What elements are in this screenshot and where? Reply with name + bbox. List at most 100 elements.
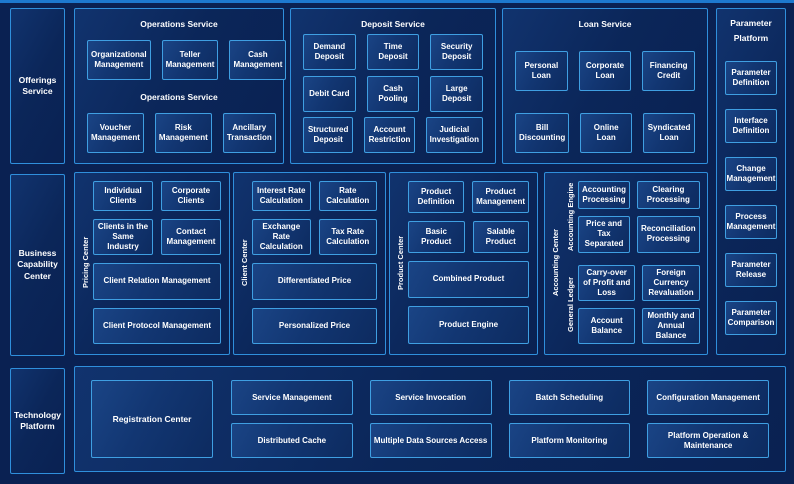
box-bill-discounting: Bill Discounting — [515, 113, 570, 153]
operations-service-row-1: Organizational Management Teller Managem… — [87, 40, 287, 81]
box-multiple-data-sources-access: Multiple Data Sources Access — [369, 423, 492, 458]
box-product-definition: Product Definition — [408, 181, 465, 213]
deposit-service-row-2: Debit Card Cash Pooling Large Deposit — [303, 75, 484, 112]
technology-platform-label: Technology Platform — [13, 409, 62, 431]
parameter-platform-panel: Parameter Platform Parameter Definition … — [716, 8, 786, 355]
accounting-center-panel: Accounting Center Accounting Engine Acco… — [544, 172, 708, 355]
box-online-loan: Online Loan — [580, 113, 633, 153]
box-teller-management: Teller Management — [161, 40, 219, 81]
box-salable-product: Salable Product — [472, 220, 529, 253]
box-personalized-price: Personalized Price — [252, 307, 377, 344]
technology-platform-panel: Registration Center Service Management S… — [74, 366, 786, 472]
box-cash-pooling: Cash Pooling — [366, 75, 420, 112]
technology-platform-grid: Service Management Service Invocation Ba… — [231, 380, 769, 458]
box-registration-center: Registration Center — [91, 380, 213, 458]
box-price-and-tax-separated: Price and Tax Separated — [578, 215, 630, 253]
box-process-management: Process Management — [725, 204, 777, 239]
box-platform-monitoring: Platform Monitoring — [508, 423, 631, 458]
accounting-engine-label: Accounting Engine — [565, 182, 575, 252]
pricing-center-label: Pricing Center — [80, 236, 90, 289]
pricing-center-panel: Pricing Center Individual Clients Corpor… — [74, 172, 230, 355]
box-personal-loan: Personal Loan — [515, 51, 568, 92]
general-ledger-section: General Ledger Carry-over of Profit and … — [563, 265, 700, 344]
box-clearing-processing: Clearing Processing — [637, 181, 700, 209]
box-large-deposit: Large Deposit — [430, 75, 484, 112]
box-configuration-management: Configuration Management — [647, 380, 769, 415]
product-center-row-1: Product Definition Product Management — [408, 181, 529, 213]
loan-service-title: Loan Service — [578, 19, 632, 29]
general-ledger-label: General Ledger — [565, 276, 575, 333]
left-rail-offerings-service: Offerings Service — [10, 8, 65, 164]
box-demand-deposit: Demand Deposit — [303, 34, 356, 71]
operations-service-panel: Operations Service Organizational Manage… — [74, 8, 287, 164]
box-combined-product: Combined Product — [408, 260, 529, 299]
business-capability-center-label: Business Capability Center — [17, 248, 58, 281]
box-account-balance: Account Balance — [578, 308, 636, 344]
box-distributed-cache: Distributed Cache — [231, 423, 353, 458]
box-organizational-management: Organizational Management — [87, 40, 151, 81]
left-rail-technology-platform: Technology Platform — [10, 368, 65, 474]
box-parameter-release: Parameter Release — [725, 252, 777, 287]
box-risk-management: Risk Management — [154, 112, 212, 153]
box-voucher-management: Voucher Management — [87, 112, 144, 153]
left-rail-business-capability-center: Business Capability Center — [10, 174, 65, 356]
box-tax-rate-calculation: Tax Rate Calculation — [318, 219, 377, 256]
pricing-center-row-2: Clients in the Same Industry Contact Man… — [93, 219, 221, 256]
deposit-service-title: Deposit Service — [361, 19, 425, 29]
product-center-label: Product Center — [395, 235, 405, 290]
box-product-management: Product Management — [472, 181, 529, 213]
box-contact-management: Contact Management — [161, 219, 221, 256]
box-parameter-definition: Parameter Definition — [725, 60, 777, 95]
box-corporate-clients: Corporate Clients — [161, 181, 221, 212]
offerings-service-label: Offerings Service — [18, 74, 57, 96]
parameter-platform-title: Parameter Platform — [730, 18, 772, 44]
box-differentiated-price: Differentiated Price — [252, 263, 377, 300]
box-service-invocation: Service Invocation — [369, 380, 492, 415]
box-platform-operation-maintenance: Platform Operation & Maintenance — [647, 423, 769, 458]
client-center-row-1: Interest Rate Calculation Rate Calculati… — [252, 181, 377, 212]
box-financing-credit: Financing Credit — [642, 51, 696, 92]
box-accounting-processing: Accounting Processing — [578, 181, 630, 209]
client-center-panel: Client Center Interest Rate Calculation … — [233, 172, 386, 355]
box-interface-definition: Interface Definition — [725, 108, 777, 143]
product-center-panel: Product Center Product Definition Produc… — [389, 172, 538, 355]
box-exchange-rate-calculation: Exchange Rate Calculation — [252, 219, 311, 256]
accounting-engine-section: Accounting Engine Accounting Processing … — [563, 181, 700, 253]
box-debit-card: Debit Card — [303, 75, 356, 112]
client-center-row-2: Exchange Rate Calculation Tax Rate Calcu… — [252, 219, 377, 256]
deposit-service-row-3: Structured Deposit Account Restriction J… — [303, 116, 483, 153]
loan-service-row-1: Personal Loan Corporate Loan Financing C… — [515, 51, 696, 92]
box-monthly-and-annual-balance: Monthly and Annual Balance — [642, 308, 700, 344]
top-border-line — [0, 0, 794, 3]
operations-service-row-2: Voucher Management Risk Management Ancil… — [87, 112, 276, 153]
operations-service-mid-label: Operations Service — [140, 91, 218, 102]
loan-service-panel: Loan Service Personal Loan Corporate Loa… — [502, 8, 708, 164]
box-security-deposit: Security Deposit — [430, 34, 484, 71]
accounting-center-label: Accounting Center — [550, 228, 560, 297]
box-interest-rate-calculation: Interest Rate Calculation — [252, 181, 311, 212]
box-basic-product: Basic Product — [408, 220, 465, 253]
box-batch-scheduling: Batch Scheduling — [508, 380, 631, 415]
box-parameter-comparison: Parameter Comparison — [725, 300, 777, 335]
box-individual-clients: Individual Clients — [93, 181, 153, 212]
box-client-relation-management: Client Relation Management — [93, 263, 221, 300]
box-structured-deposit: Structured Deposit — [303, 116, 354, 153]
box-corporate-loan: Corporate Loan — [578, 51, 632, 92]
deposit-service-panel: Deposit Service Demand Deposit Time Depo… — [290, 8, 496, 164]
pricing-center-row-1: Individual Clients Corporate Clients — [93, 181, 221, 212]
operations-service-title: Operations Service — [140, 19, 218, 29]
box-product-engine: Product Engine — [408, 306, 529, 344]
box-change-management: Change Management — [725, 156, 777, 191]
box-carry-over-of-profit-and-loss: Carry-over of Profit and Loss — [578, 265, 636, 301]
product-center-row-2: Basic Product Salable Product — [408, 220, 529, 253]
box-cash-management: Cash Management — [229, 40, 287, 81]
client-center-label: Client Center — [239, 239, 249, 286]
box-clients-in-the-same-industry: Clients in the Same Industry — [93, 219, 153, 256]
box-account-restriction: Account Restriction — [364, 116, 415, 153]
box-judicial-investigation: Judicial Investigation — [425, 116, 483, 153]
box-rate-calculation: Rate Calculation — [318, 181, 377, 212]
box-service-management: Service Management — [231, 380, 353, 415]
box-syndicated-loan: Syndicated Loan — [643, 113, 695, 153]
box-reconciliation-processing: Reconciliation Processing — [637, 215, 700, 253]
